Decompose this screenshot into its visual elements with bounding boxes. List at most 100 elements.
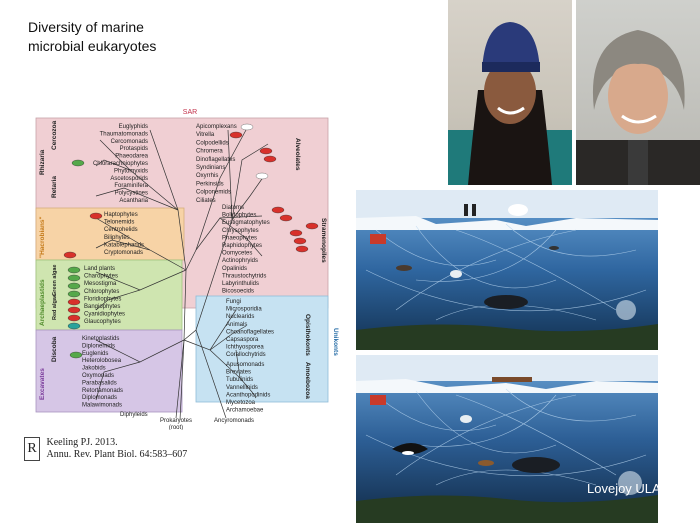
taxon-label: Telonemids: [104, 220, 134, 226]
taxon-label: Corallochytrids: [226, 352, 266, 358]
taxon-label: Phaeophytes: [222, 235, 257, 241]
citation-line2: Annu. Rev. Plant Biol. 64:583–607: [46, 449, 188, 460]
plastid-markers: [63, 123, 319, 359]
taxon-label: Parabasalids: [82, 380, 117, 386]
taxon-label: Colpodellids: [196, 140, 229, 146]
taxon-label: Ancyromonads: [214, 418, 254, 424]
taxon-label: Apicomplexans: [196, 124, 237, 130]
portrait-photo-left: [448, 0, 572, 185]
slide-title-line1: Diversity of marine: [28, 19, 144, 35]
taxon-label: Animals: [226, 322, 247, 328]
taxon-label: Actinophryids: [222, 258, 258, 264]
taxa-alveolates: ApicomplexansVitrellaColpodellidsChromer…: [196, 124, 237, 204]
taxon-label: Breviates: [226, 370, 251, 376]
taxon-label: Oomycetes: [222, 251, 252, 257]
taxon-label: Ichthyosporea: [226, 345, 264, 351]
eukaryote-tree-diagram: SAR Rhizaria Cercozoa Retaria "Hacrobian…: [35, 109, 339, 430]
plastid-marker: [229, 131, 243, 139]
taxon-label: Thaumatomonads: [100, 131, 148, 137]
group-label-opisthokonts: Opisthokonts: [304, 314, 311, 356]
group-label-amoebozoa: Amoebozoa: [304, 362, 311, 399]
person-icon: [576, 30, 700, 185]
taxon-label: Chromera: [196, 149, 223, 155]
tree-branches: [95, 129, 269, 421]
taxon-label: Protaspids: [120, 146, 148, 152]
taxon-label: Retortamonads: [82, 388, 123, 394]
plastid-marker: [289, 229, 303, 237]
group-label-excavates: Excavates: [39, 368, 46, 400]
citation-line1: Keeling PJ. 2013.: [46, 437, 118, 448]
taxon-label: Heterolobosea: [82, 358, 122, 364]
taxon-label: Archamoebae: [226, 408, 264, 414]
group-label-red-algae: Red algae: [52, 294, 58, 320]
taxon-label: Diplonemids: [82, 343, 115, 349]
plastid-marker: [67, 274, 81, 282]
taxon-label: Ciliates: [196, 198, 216, 204]
taxon-label: Colponemids: [196, 190, 231, 196]
taxon-label: Cyanidiophytes: [84, 312, 125, 318]
group-label-unikonts: Unikonts: [332, 328, 339, 356]
taxon-label: Bolidophytes: [222, 213, 256, 219]
taxon-label: Perkinsids: [196, 181, 224, 187]
taxon-label: Acantharia: [119, 198, 148, 204]
taxon-label: Phaeodarea: [115, 154, 148, 160]
plastid-marker: [240, 123, 254, 131]
plastid-marker: [67, 266, 81, 274]
taxon-label: (root): [169, 425, 183, 430]
plastid-marker: [271, 206, 285, 214]
group-label-hacrobians: "Hacrobians": [39, 216, 46, 258]
taxon-label: Nuclearids: [226, 314, 254, 320]
plastid-marker: [295, 245, 309, 253]
group-label-archaeplastids: Archaeplastids: [39, 279, 46, 326]
taxon-label: Raphidophytes: [222, 243, 262, 249]
group-label-retaria: Retaria: [51, 176, 58, 198]
plastid-marker: [259, 147, 273, 155]
marine-food-web-illustration-top: [356, 190, 658, 350]
taxon-label: Apusomonads: [226, 362, 264, 368]
taxa-archaeplastids: Land plantsCharophytesMesostigmaChloroph…: [84, 266, 125, 325]
taxon-label: Ascetosporids: [110, 176, 148, 182]
taxon-label: Opalinids: [222, 266, 247, 272]
taxon-label: Oxymonads: [82, 373, 114, 379]
annual-reviews-logo: R: [24, 437, 40, 461]
slide-title: Diversity of marine microbial eukaryotes: [28, 18, 156, 56]
plastid-marker: [293, 237, 307, 245]
plastid-marker: [305, 222, 319, 230]
taxon-label: Centrohelids: [104, 227, 138, 233]
taxon-label: Katablepharids: [104, 242, 144, 248]
group-label-cercozoa: Cercozoa: [51, 120, 58, 150]
plastid-marker: [67, 322, 81, 330]
taxon-label: Phytomyxids: [114, 168, 148, 174]
taxa-amoebozoa: ApusomonadsBreviatesTubulinidsVannellini…: [226, 362, 270, 414]
plastid-marker: [67, 298, 81, 306]
plastid-marker: [69, 351, 83, 359]
citation: R Keeling PJ. 2013. Annu. Rev. Plant Bio…: [24, 437, 187, 461]
group-label-alveolates: Alveolates: [294, 138, 301, 171]
taxon-label: Capsaspora: [226, 337, 259, 343]
plastid-marker: [63, 251, 77, 259]
plastid-marker: [67, 314, 81, 322]
plastid-marker: [71, 159, 85, 167]
person-icon: [448, 22, 572, 185]
taxa-opisthokonts: FungiMicrosporidiaNuclearidsAnimalsChoan…: [226, 299, 274, 358]
plastid-marker: [67, 306, 81, 314]
taxon-label: Charophytes: [84, 274, 118, 280]
taxon-label: Haptophytes: [104, 212, 138, 218]
plastid-marker: [67, 282, 81, 290]
taxon-label: Microsporidia: [226, 307, 262, 313]
taxon-label: Vannellinids: [226, 385, 258, 391]
taxon-label: Chrysophytes: [222, 228, 259, 234]
taxon-label: Cercomonads: [111, 139, 148, 145]
sar-label: SAR: [183, 109, 197, 116]
taxon-label: Bicosoecids: [222, 289, 254, 295]
taxon-label: Vitrella: [196, 132, 215, 138]
taxon-label: Kinetoplastids: [82, 336, 119, 342]
photo-credit: Lovejoy ULAVAL: [587, 481, 684, 496]
portrait-photo-right: [576, 0, 700, 185]
taxon-label: Syndinians: [196, 165, 225, 171]
unikonts-box: [195, 295, 329, 403]
taxon-label: Diatoms: [222, 205, 244, 211]
plastid-marker: [67, 290, 81, 298]
group-label-stramenopiles: Stramenopiles: [320, 218, 327, 263]
